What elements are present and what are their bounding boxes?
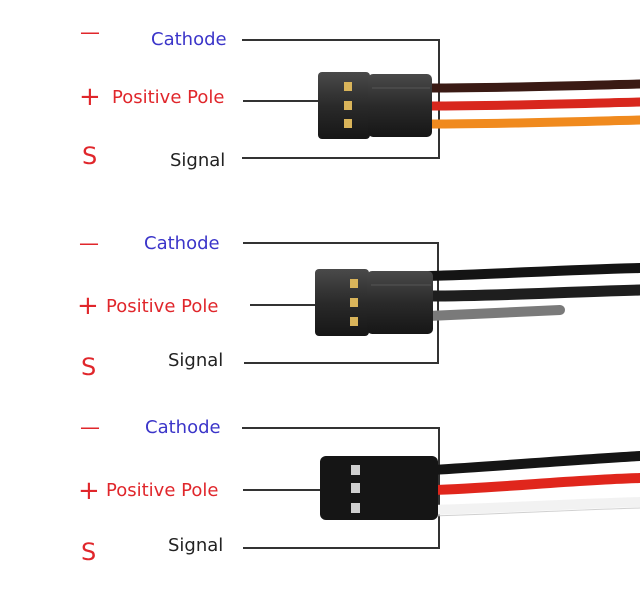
plus-symbol: + (79, 82, 101, 112)
signal-symbol: S (82, 142, 98, 170)
positive-pole-label: Positive Pole (106, 480, 219, 501)
positive-pole-label: Positive Pole (112, 87, 225, 108)
wire-black (427, 451, 640, 475)
wire-grey (423, 305, 565, 321)
cathode-label: Cathode (151, 29, 227, 50)
wire-dark (422, 284, 640, 302)
cathode-leader-line (243, 242, 439, 364)
signal-symbol: S (81, 538, 97, 566)
connector-group-2 (243, 242, 640, 364)
cathode-leader-line (242, 39, 440, 159)
connector-group-1 (242, 39, 640, 159)
cathode-label: Cathode (144, 233, 220, 254)
minus-symbol: — (79, 231, 99, 255)
wire-white-outline (431, 507, 640, 517)
pin-2 (351, 483, 360, 493)
wire-red (423, 97, 640, 111)
connector-group-3 (242, 427, 640, 549)
positive-pole-label: Positive Pole (106, 296, 219, 317)
pin-3 (344, 119, 352, 128)
signal-label: Signal (170, 150, 226, 171)
minus-symbol: — (80, 415, 100, 439)
minus-symbol: — (80, 20, 100, 44)
plug-collar (368, 74, 432, 137)
pin-1 (344, 82, 352, 91)
signal-symbol: S (81, 353, 97, 381)
wire-white (427, 497, 640, 515)
signal-label: Signal (168, 350, 224, 371)
plug-housing (315, 269, 369, 336)
signal-label: Signal (168, 535, 224, 556)
plus-symbol: + (77, 291, 99, 321)
plus-symbol: + (78, 476, 100, 506)
wire-brown (423, 79, 640, 93)
pin-3 (350, 317, 358, 326)
wire-orange (423, 115, 640, 129)
pin-1 (351, 465, 360, 475)
wire-black (423, 263, 640, 281)
pin-1 (350, 279, 358, 288)
plug-collar (367, 271, 433, 334)
pin-2 (344, 101, 352, 110)
plug-housing (320, 456, 438, 520)
pin-2 (350, 298, 358, 307)
cathode-label: Cathode (145, 417, 221, 438)
pin-3 (351, 503, 360, 513)
wire-red (427, 473, 640, 495)
